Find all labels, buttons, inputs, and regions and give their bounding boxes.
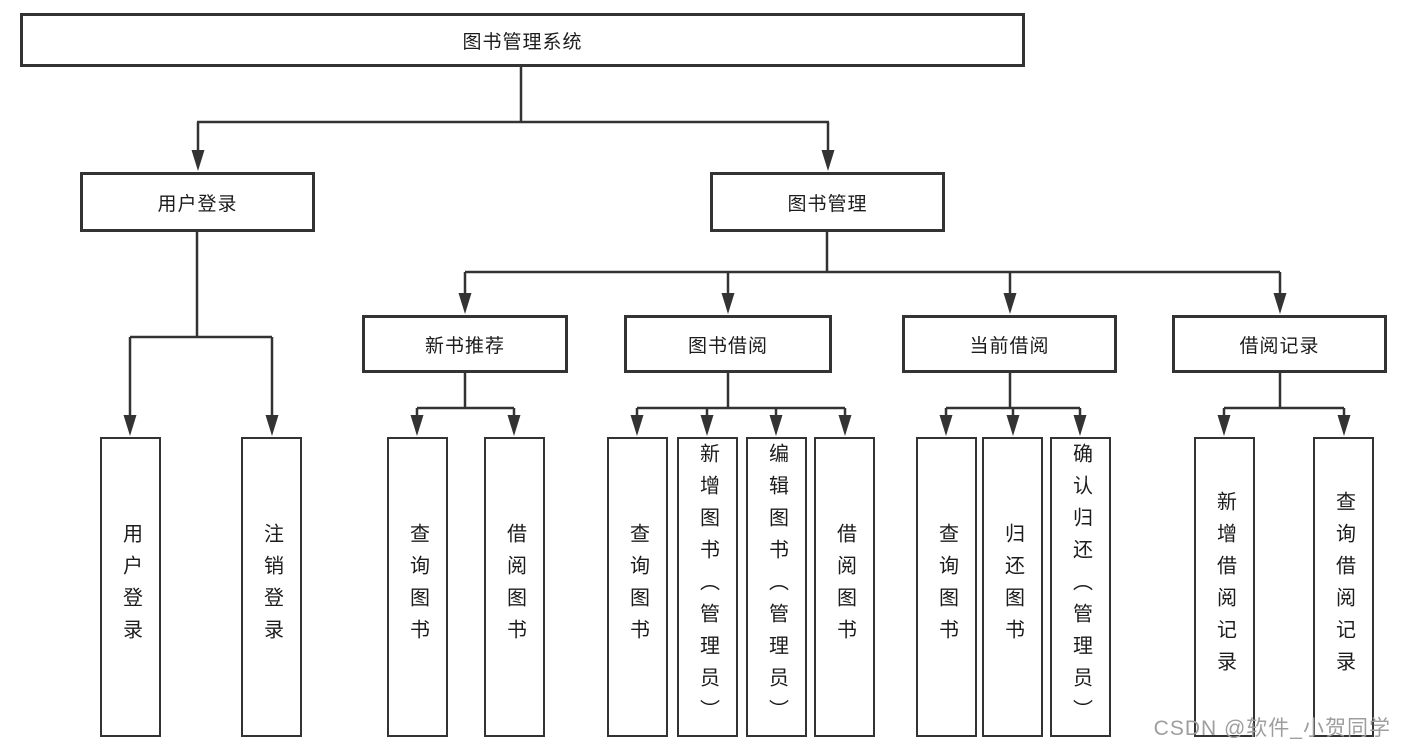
node-book-management: 图书管理: [710, 172, 945, 232]
leaf-label: 归还图书: [1001, 523, 1024, 651]
leaf-label: 查询图书: [406, 523, 429, 651]
leaf-logout: 注销登录: [241, 437, 302, 737]
leaf-query-borrow-record: 查询借阅记录: [1313, 437, 1374, 737]
leaf-confirm-return-admin: 确认归还（管理员）: [1050, 437, 1111, 737]
leaf-edit-books-admin: 编辑图书（管理员）: [746, 437, 807, 737]
leaf-label: 查询借阅记录: [1332, 491, 1355, 683]
leaf-label: 确认归还（管理员）: [1069, 443, 1092, 731]
node-library-management-system: 图书管理系统: [20, 13, 1025, 67]
leaf-label: 查询图书: [626, 523, 649, 651]
node-borrow-records: 借阅记录: [1172, 315, 1387, 373]
node-user-login: 用户登录: [80, 172, 315, 232]
arrowhead-icons: [123, 150, 1351, 436]
leaf-add-borrow-record: 新增借阅记录: [1194, 437, 1255, 737]
leaf-return-books: 归还图书: [982, 437, 1043, 737]
leaf-query-books-current: 查询图书: [916, 437, 977, 737]
node-current-borrow: 当前借阅: [902, 315, 1117, 373]
leaf-add-books-admin: 新增图书（管理员）: [677, 437, 738, 737]
leaf-label: 注销登录: [260, 523, 283, 651]
leaf-query-books-borrow: 查询图书: [607, 437, 668, 737]
node-new-book-recommend: 新书推荐: [362, 315, 568, 373]
leaf-label: 查询图书: [935, 523, 958, 651]
leaf-borrow-books-recommend: 借阅图书: [484, 437, 545, 737]
csdn-watermark: CSDN @软件_小贺同学: [1153, 717, 1391, 740]
leaf-label: 编辑图书（管理员）: [765, 443, 788, 731]
leaf-borrow-books: 借阅图书: [814, 437, 875, 737]
leaf-label: 新增图书（管理员）: [696, 443, 719, 731]
leaf-user-login: 用户登录: [100, 437, 161, 737]
leaf-label: 借阅图书: [503, 523, 526, 651]
leaf-label: 新增借阅记录: [1213, 491, 1236, 683]
node-book-borrow: 图书借阅: [624, 315, 832, 373]
leaf-query-books-recommend: 查询图书: [387, 437, 448, 737]
leaf-label: 借阅图书: [833, 523, 856, 651]
leaf-label: 用户登录: [119, 523, 142, 651]
